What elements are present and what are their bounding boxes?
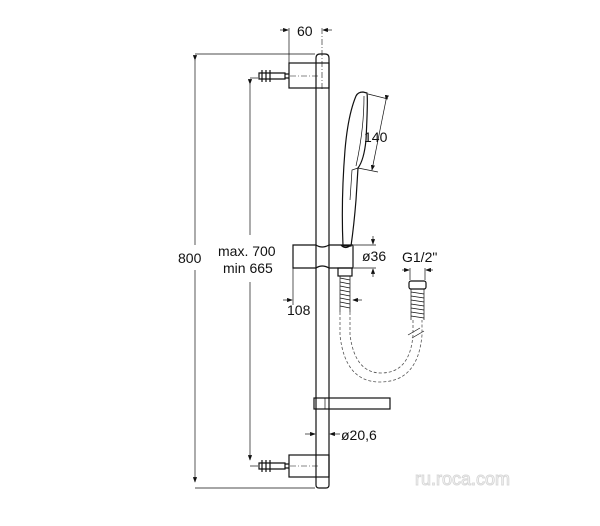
dimension-20-6: ø20,6	[305, 427, 377, 443]
watermark: ru.roca.com	[415, 469, 510, 489]
wall-anchor-icon	[258, 460, 289, 472]
max-700-label: max. 700	[218, 243, 276, 259]
hose-outer	[339, 312, 423, 383]
top-wall-bracket	[258, 62, 330, 89]
bottom-wall-bracket	[258, 454, 330, 478]
dimension-800-label: 800	[178, 250, 202, 266]
min-665-label: min 665	[223, 260, 273, 276]
dimension-108: 108	[283, 268, 362, 318]
wall-anchor-icon	[258, 70, 289, 82]
dimension-140-label: 140	[364, 129, 388, 145]
dimension-140: 140	[357, 93, 390, 173]
bar-diameter-label: ø20,6	[341, 427, 377, 443]
hand-shower	[341, 91, 368, 247]
dimension-bracket-spacing: max. 700 min 665	[218, 77, 276, 467]
sliding-holder	[292, 244, 354, 269]
dimension-60: 60	[280, 23, 332, 90]
dimension-60-label: 60	[297, 23, 313, 39]
dimension-800: 800	[178, 53, 315, 489]
offset-108-label: 108	[287, 302, 311, 318]
diameter-36-label: ø36	[362, 248, 386, 264]
thread-g12-label: G1/2"	[402, 249, 437, 265]
soap-dish	[313, 397, 391, 410]
hose-connector-right: G1/2"	[402, 249, 437, 339]
hose-inner	[349, 312, 414, 374]
rail-bar	[315, 53, 330, 489]
hose-connector-left	[337, 267, 353, 312]
dimension-36: ø36	[354, 236, 386, 277]
